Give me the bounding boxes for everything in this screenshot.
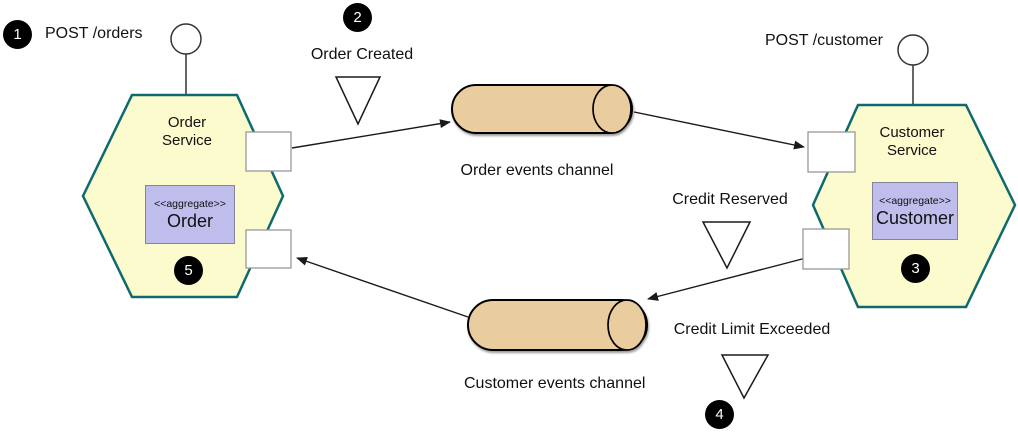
arrow-order-channel-to-customer bbox=[633, 111, 805, 150]
order-service-name-line1: Order bbox=[167, 114, 207, 131]
step-badge-1: 1 bbox=[3, 20, 32, 49]
order-events-channel-cylinder bbox=[451, 84, 633, 134]
step-badge-4: 4 bbox=[705, 400, 734, 429]
order-channel-body bbox=[451, 84, 633, 134]
label-customer-events-channel: Customer events channel bbox=[464, 375, 646, 392]
label-order-created: Order Created bbox=[310, 46, 414, 63]
arrow-customer-to-customer-channel bbox=[647, 257, 807, 301]
order-service-inbound-port bbox=[245, 229, 292, 269]
step-badge-3: 3 bbox=[901, 254, 930, 283]
credit-limit-exceeded-message-icon bbox=[720, 354, 770, 400]
label-credit-reserved: Credit Reserved bbox=[672, 191, 788, 208]
label-credit-limit-exceeded: Credit Limit Exceeded bbox=[673, 321, 831, 338]
arrow-order-to-order-channel bbox=[291, 119, 451, 149]
order-channel-end-cap bbox=[592, 84, 632, 134]
customer-channel-end-cap bbox=[607, 299, 647, 351]
label-post-customer: POST /customer bbox=[765, 32, 883, 49]
order-service-outbound-port bbox=[245, 131, 292, 172]
step-badge-2: 2 bbox=[343, 3, 372, 32]
label-post-orders: POST /orders bbox=[45, 25, 143, 42]
step-badge-5: 5 bbox=[174, 256, 203, 285]
customer-aggregate-stereotype: <<aggregate>> bbox=[879, 194, 951, 207]
order-aggregate-stereotype: <<aggregate>> bbox=[154, 198, 226, 210]
credit-reserved-message-icon bbox=[701, 221, 752, 270]
label-order-events-channel: Order events channel bbox=[460, 162, 614, 179]
customer-channel-body bbox=[467, 299, 648, 351]
customer-service-outbound-port bbox=[802, 228, 850, 270]
order-aggregate-name: Order bbox=[166, 211, 213, 231]
order-service-name: Order Service bbox=[123, 114, 251, 150]
customer-events-channel-cylinder bbox=[467, 299, 648, 351]
arrow-customer-channel-to-order bbox=[296, 257, 469, 318]
order-aggregate-box: <<aggregate>> Order bbox=[145, 185, 235, 244]
order-service-name-line2: Service bbox=[161, 132, 213, 149]
order-created-message-icon bbox=[334, 76, 382, 126]
customer-endpoint-lollipop-icon bbox=[897, 34, 929, 66]
order-endpoint-lollipop-icon bbox=[170, 23, 202, 55]
customer-aggregate-name: Customer bbox=[875, 207, 955, 228]
customer-service-name-line2: Service bbox=[886, 142, 938, 159]
customer-service-inbound-port bbox=[807, 131, 856, 173]
customer-service-name: Customer Service bbox=[848, 124, 976, 160]
customer-aggregate-box: <<aggregate>> Customer bbox=[872, 182, 958, 240]
customer-service-name-line1: Customer bbox=[879, 124, 945, 141]
